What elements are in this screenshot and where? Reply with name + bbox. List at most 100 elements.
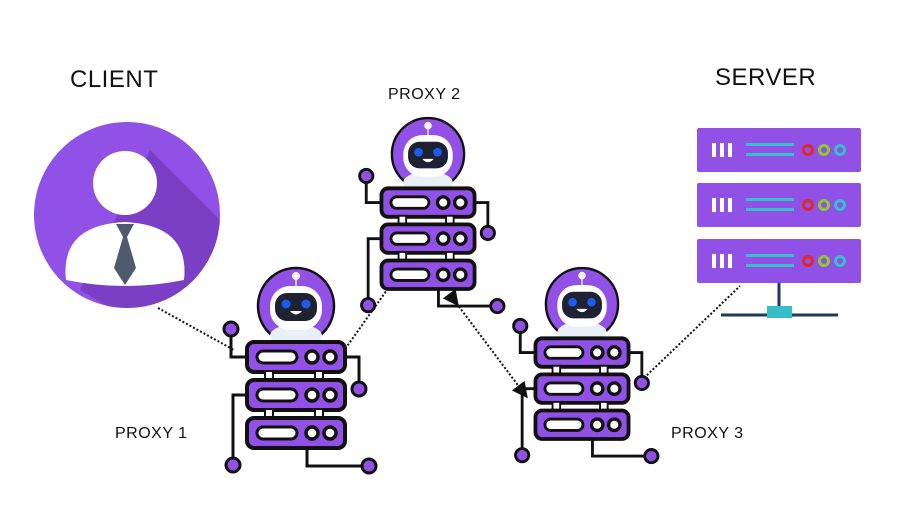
proxy1-robot-server-icon — [222, 266, 378, 475]
circuit-wire — [437, 289, 492, 308]
robot-eye-icon — [281, 299, 291, 309]
antenna-tip-icon — [578, 271, 586, 280]
rack-slot — [543, 345, 585, 360]
rack-slot — [255, 425, 299, 441]
status-led-icon — [818, 199, 830, 211]
circuit-wire — [305, 448, 363, 468]
vent-icon — [720, 254, 724, 268]
client-user-icon — [34, 122, 220, 308]
rack-led-icon — [322, 349, 338, 365]
rack-led-icon — [589, 417, 605, 433]
proxy2-label: PROXY 2 — [388, 86, 461, 103]
rack-led-icon — [606, 381, 622, 397]
circuit-wire — [518, 331, 536, 354]
rack-led-icon — [435, 195, 451, 210]
connection-proxy1-proxy2 — [342, 279, 395, 353]
robot-face — [408, 141, 448, 169]
robot-smile-icon — [422, 158, 434, 163]
server-bar — [746, 198, 794, 201]
connection-client-proxy1 — [157, 307, 235, 351]
server-unit — [697, 128, 861, 172]
rack-led-icon — [435, 231, 451, 247]
rack-led-icon — [452, 231, 468, 247]
server-bar — [746, 143, 794, 146]
circuit-wire — [364, 181, 382, 204]
tie-icon — [114, 224, 136, 285]
circuit-node-icon — [643, 448, 660, 465]
status-led-icon — [834, 255, 846, 267]
rack-led-icon — [452, 267, 468, 283]
circuit-wire — [474, 201, 490, 228]
connection-proxy2-proxy3 — [442, 288, 528, 399]
status-led-icon — [818, 144, 830, 156]
circuit-wire — [231, 393, 247, 459]
server-bar — [746, 264, 794, 267]
robot-smile-icon — [290, 311, 302, 315]
status-led-icon — [802, 144, 814, 156]
vent-icon — [720, 198, 724, 212]
rack-slot — [543, 417, 585, 432]
server-bar — [746, 208, 794, 211]
proxy1-label: PROXY 1 — [115, 425, 188, 442]
rack-slot — [255, 387, 299, 403]
robot-eye-icon — [301, 299, 311, 309]
rack-led-icon — [435, 267, 451, 283]
vent-icon — [720, 143, 724, 157]
server-bar — [746, 153, 794, 156]
rack-led-icon — [304, 425, 320, 441]
rack-led-icon — [589, 345, 605, 360]
circuit-node-icon — [514, 447, 531, 464]
circuit-wire — [366, 237, 382, 300]
vent-icon — [728, 254, 732, 268]
rack-led-icon — [304, 349, 320, 365]
server-unit — [697, 239, 861, 283]
vent-icon — [712, 254, 716, 268]
rack-slot — [389, 267, 431, 282]
robot-eye-icon — [433, 147, 442, 157]
circuit-node-icon — [479, 224, 496, 242]
circuit-wire — [229, 335, 247, 359]
network-switch-icon — [767, 306, 792, 318]
robot-smile-icon — [576, 308, 588, 313]
circuit-wire — [628, 351, 644, 378]
rack-led-icon — [322, 387, 338, 403]
server-unit — [697, 183, 861, 227]
proxy3-label: PROXY 3 — [671, 425, 744, 442]
vent-icon — [728, 198, 732, 212]
connection-proxy3-server — [643, 285, 741, 379]
rack-led-icon — [606, 345, 622, 360]
circuit-node-icon — [512, 317, 529, 335]
server-icon — [697, 128, 861, 318]
server-bar — [746, 254, 794, 257]
client-label: CLIENT — [70, 66, 159, 93]
vent-icon — [728, 143, 732, 157]
vent-icon — [712, 143, 716, 157]
status-led-icon — [802, 199, 814, 211]
rack-slot — [543, 381, 585, 396]
connections — [157, 279, 741, 399]
circuit-wire — [345, 355, 361, 383]
robot-face — [562, 291, 602, 319]
circuit-node-icon — [360, 297, 377, 314]
proxy3-robot-server-icon — [512, 266, 660, 465]
status-led-icon — [818, 255, 830, 267]
circuit-node-icon — [633, 374, 650, 392]
antenna-tip-icon — [292, 272, 300, 280]
rack-led-icon — [452, 195, 468, 210]
rack-led-icon — [589, 381, 605, 397]
robot-eye-icon — [568, 297, 577, 307]
circuit-wire — [591, 439, 646, 458]
status-led-icon — [834, 144, 846, 156]
rack-slot — [389, 195, 431, 210]
circuit-node-icon — [489, 298, 506, 315]
robot-eye-icon — [414, 147, 423, 157]
circuit-node-icon — [222, 320, 240, 338]
rack-led-icon — [304, 387, 320, 403]
robot-face — [275, 293, 317, 321]
antenna-tip-icon — [424, 121, 432, 130]
robot-eye-icon — [587, 297, 596, 307]
server-label: SERVER — [715, 64, 817, 91]
status-led-icon — [802, 255, 814, 267]
